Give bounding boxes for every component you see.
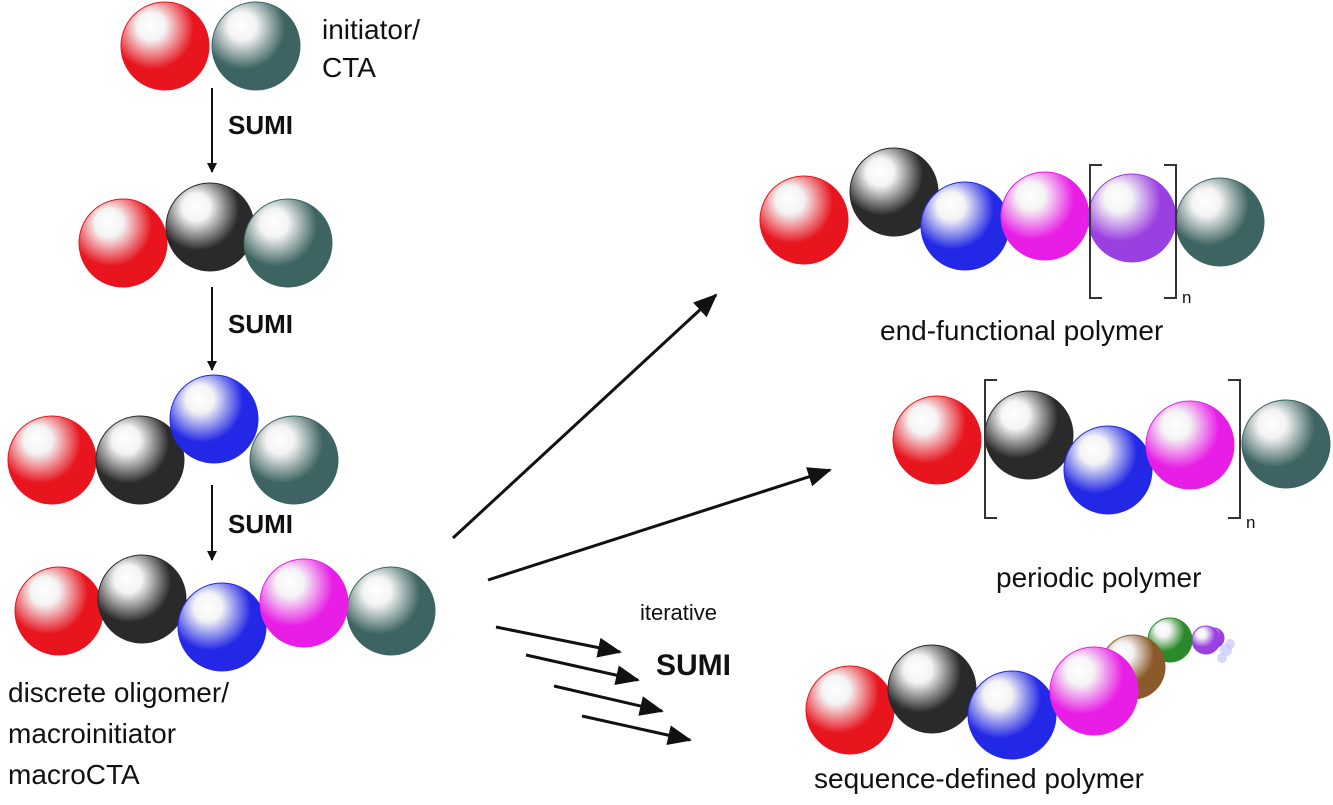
sphere-p-red (892, 395, 982, 485)
iterative-arrow-2 (525, 653, 640, 685)
sphere-sd-fade-3 (1225, 639, 1235, 649)
sphere-s1-red (78, 198, 168, 288)
repeat-bracket-left-1 (1089, 164, 1102, 299)
spheres-layer (7, 1, 1331, 760)
repeat-bracket-right-1 (1164, 164, 1177, 299)
repeat-bracket-left-2 (984, 379, 997, 519)
periodic-label: periodic polymer (996, 562, 1201, 593)
sphere-s3-teal (346, 566, 436, 656)
sphere-s2-black (95, 415, 185, 505)
sphere-sd-tail-4 (1191, 625, 1221, 655)
sumi-step-2: SUMI (228, 309, 293, 339)
sphere-sd-blue (967, 670, 1057, 760)
sphere-p-black (984, 390, 1074, 480)
sphere-sd-black (887, 644, 977, 734)
sphere-s2-blue (169, 374, 259, 464)
iterative-label: iterative (640, 600, 717, 625)
sphere-s2-red (7, 415, 97, 505)
arrow-to-periodic (487, 467, 832, 582)
sphere-s3-red (14, 566, 104, 656)
end-functional-label: end-functional polymer (880, 315, 1163, 346)
sphere-s1-teal (243, 198, 333, 288)
sphere-ef-magenta (1000, 171, 1090, 261)
sphere-ef-red (759, 175, 849, 265)
sphere-p-teal (1241, 399, 1331, 489)
sumi-step-1: SUMI (228, 110, 293, 140)
sphere-s2-teal (249, 415, 339, 505)
oligomer-label-line1: discrete oligomer/ (8, 677, 229, 708)
sphere-ef-purple (1087, 173, 1177, 263)
oligomer-label-line3: macroCTA (8, 759, 140, 790)
sphere-p-magenta (1145, 400, 1235, 490)
iterative-sumi-label: SUMI (656, 649, 731, 682)
sphere-sd-red (805, 665, 895, 755)
sphere-p-blue (1063, 425, 1153, 515)
sphere-s3-magenta (259, 558, 349, 648)
sphere-initiator-red (120, 1, 210, 91)
iterative-arrow-4 (581, 714, 692, 745)
iterative-arrow-1 (495, 625, 622, 658)
initiator-label-line1: initiator/ (322, 14, 420, 45)
sphere-ef-blue (920, 181, 1010, 271)
sphere-s3-black (97, 554, 187, 644)
sphere-sd-magenta (1049, 646, 1139, 736)
sphere-ef-teal (1175, 177, 1265, 267)
sphere-sd-fade-2 (1217, 653, 1227, 663)
sphere-s3-blue (177, 582, 267, 672)
oligomer-label-line2: macroinitiator (8, 718, 176, 749)
sequence-defined-label: sequence-defined polymer (814, 763, 1144, 794)
sumi-step-3: SUMI (228, 509, 293, 539)
repeat-n-subscript-2: n (1246, 513, 1255, 532)
repeat-n-subscript-1: n (1182, 288, 1191, 307)
sphere-s1-black (165, 182, 255, 272)
initiator-label-line2: CTA (322, 52, 376, 83)
arrow-to-end-functional (451, 293, 718, 540)
sphere-initiator-teal (211, 1, 301, 91)
iterative-arrow-3 (553, 684, 664, 716)
repeat-bracket-right-2 (1228, 379, 1241, 519)
